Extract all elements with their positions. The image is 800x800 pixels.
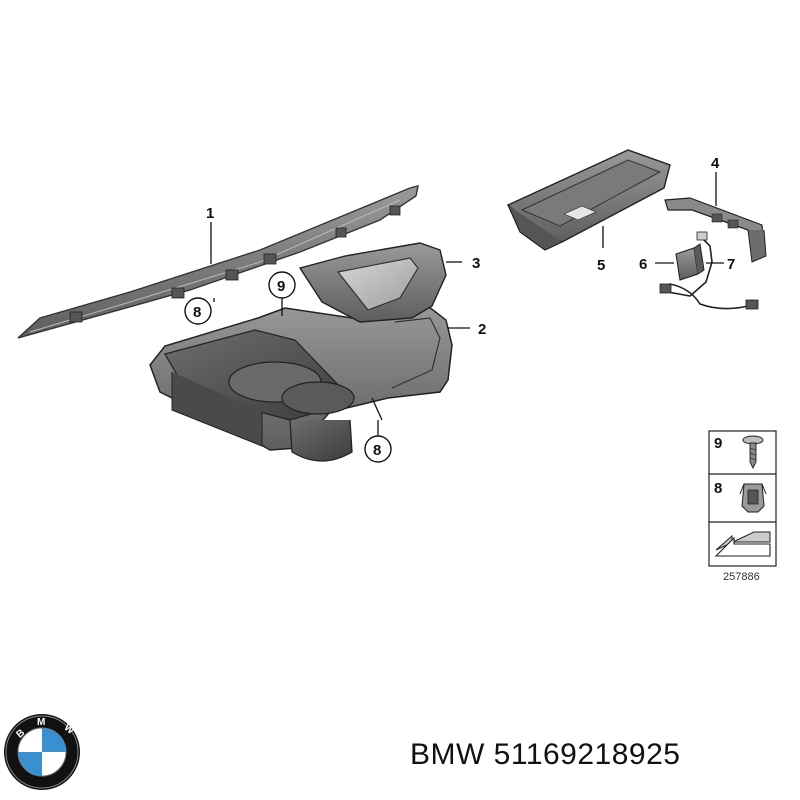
diagram-reference-number: 257886 [723, 571, 760, 583]
callout-8a: 8 [193, 304, 201, 321]
legend-row-9-number: 9 [714, 435, 722, 452]
legend-row-8-number: 8 [714, 480, 722, 497]
part-4-bracket [664, 197, 767, 263]
legend-table: 9 8 257886 [708, 430, 777, 583]
clip-icon [739, 483, 767, 513]
part-3-shifter-surround [298, 242, 447, 323]
callout-4: 4 [711, 155, 720, 172]
callout-7: 7 [727, 256, 735, 273]
direction-arrow-icon [714, 531, 771, 557]
callout-8b: 8 [373, 442, 381, 459]
bmw-logo: B M W [4, 714, 80, 790]
callout-9-circle: 9 [268, 271, 296, 299]
part-2-console-frame [149, 299, 453, 462]
part-1-trim-strip [17, 185, 419, 339]
callout-3: 3 [472, 255, 480, 272]
callout-9: 9 [277, 278, 285, 295]
callout-8-circle-b: 8 [364, 435, 392, 463]
part-caption: BMW 51169218925 [410, 738, 680, 772]
callout-6: 6 [639, 256, 647, 273]
callout-2: 2 [478, 321, 486, 338]
bmw-logo-letter-m: M [37, 717, 45, 728]
callout-5: 5 [597, 257, 605, 274]
part-6-module [675, 243, 705, 281]
screw-icon [742, 435, 764, 470]
part-5-tray [506, 149, 671, 251]
callout-8-circle-a: 8 [184, 297, 212, 325]
brand-name: BMW [410, 738, 485, 771]
leader-lines [210, 172, 724, 436]
part-number: 51169218925 [493, 738, 681, 771]
callout-1: 1 [206, 205, 214, 222]
part-7-wiring [659, 231, 759, 310]
